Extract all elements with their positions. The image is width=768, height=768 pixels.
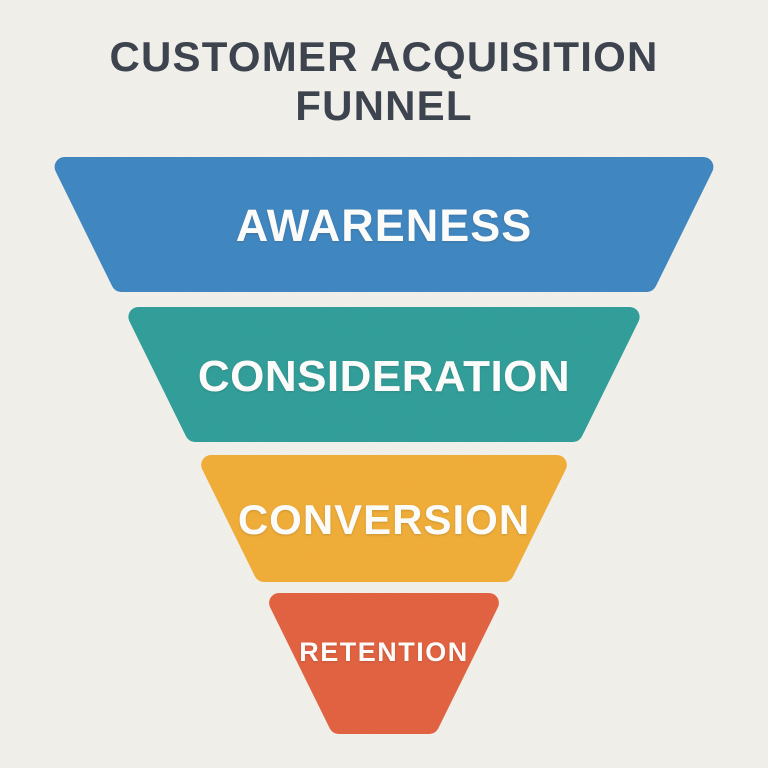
funnel-segment-awareness-label: AWARENESS [236, 200, 533, 251]
funnel-segment-conversion-label: CONVERSION [238, 496, 530, 543]
funnel-segment-retention: RETENTION [269, 593, 499, 734]
funnel-segment-consideration-label: CONSIDERATION [198, 352, 570, 401]
funnel-segment-retention-label: RETENTION [299, 637, 469, 667]
funnel-segment-consideration: CONSIDERATION [128, 307, 640, 442]
funnel-segment-conversion: CONVERSION [201, 455, 567, 582]
funnel-segment-awareness: AWARENESS [54, 157, 714, 292]
